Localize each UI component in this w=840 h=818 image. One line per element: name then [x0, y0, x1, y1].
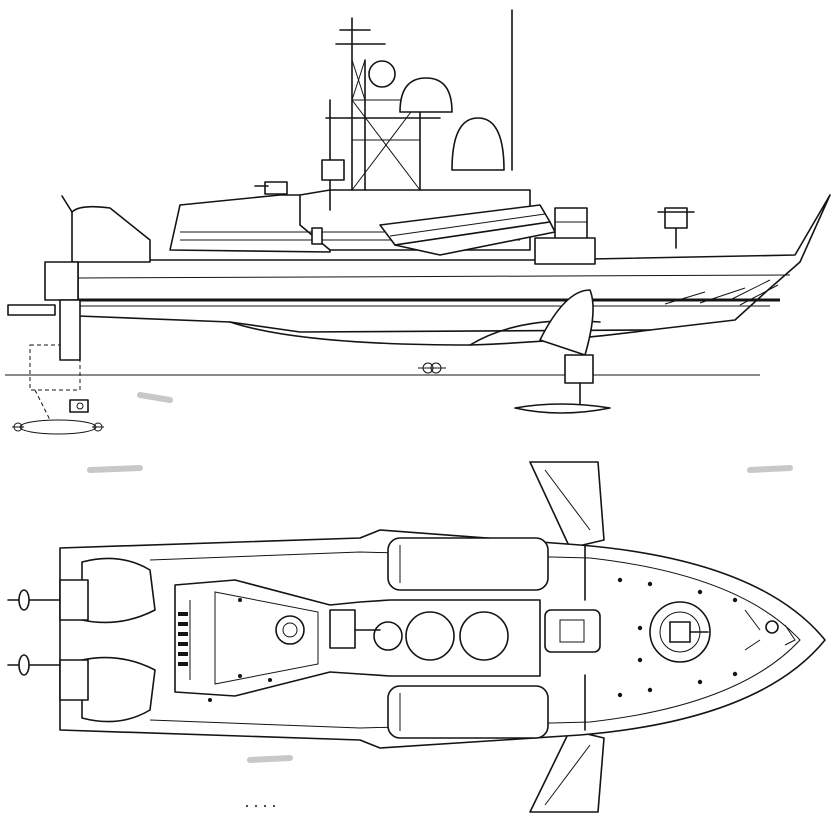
radomes	[368, 9, 513, 171]
lattice-mast	[325, 17, 441, 211]
aft-gun	[254, 159, 345, 195]
bow-fittings	[744, 609, 796, 651]
plan-superstructure	[174, 579, 541, 697]
missile-launcher-side	[379, 204, 556, 256]
small-radome	[368, 60, 396, 88]
deck-fittings	[208, 577, 738, 702]
scan-dots	[246, 805, 275, 807]
forward-foil	[514, 403, 611, 414]
forward-gun-mount	[657, 207, 695, 249]
side-elevation-view	[5, 9, 831, 435]
plan-aft-gun	[275, 609, 381, 649]
forward-foil-strut	[514, 289, 611, 414]
plan-forward-gun	[649, 601, 711, 663]
plan-radome-middle	[405, 611, 455, 661]
deck-edge	[149, 551, 801, 729]
door	[311, 227, 323, 245]
port-canister	[387, 685, 549, 739]
plan-radomes	[373, 611, 509, 661]
plan-forward-foils	[529, 461, 605, 813]
plan-view	[7, 461, 826, 813]
plan-bridge	[544, 544, 601, 731]
hull	[77, 194, 831, 333]
large-radome	[451, 117, 505, 171]
aft-foil-propulsion	[7, 299, 104, 435]
waterline-symbol	[418, 362, 446, 374]
stern-propellers	[7, 589, 61, 676]
forward-deckhouse	[534, 207, 596, 265]
missile-canisters	[387, 537, 549, 739]
middle-radome	[399, 77, 453, 113]
engine-housings	[59, 557, 156, 723]
starboard-canister	[387, 537, 549, 591]
plan-radome-large	[459, 611, 509, 661]
scan-artifacts	[87, 392, 793, 763]
plan-radome-small	[373, 621, 403, 651]
